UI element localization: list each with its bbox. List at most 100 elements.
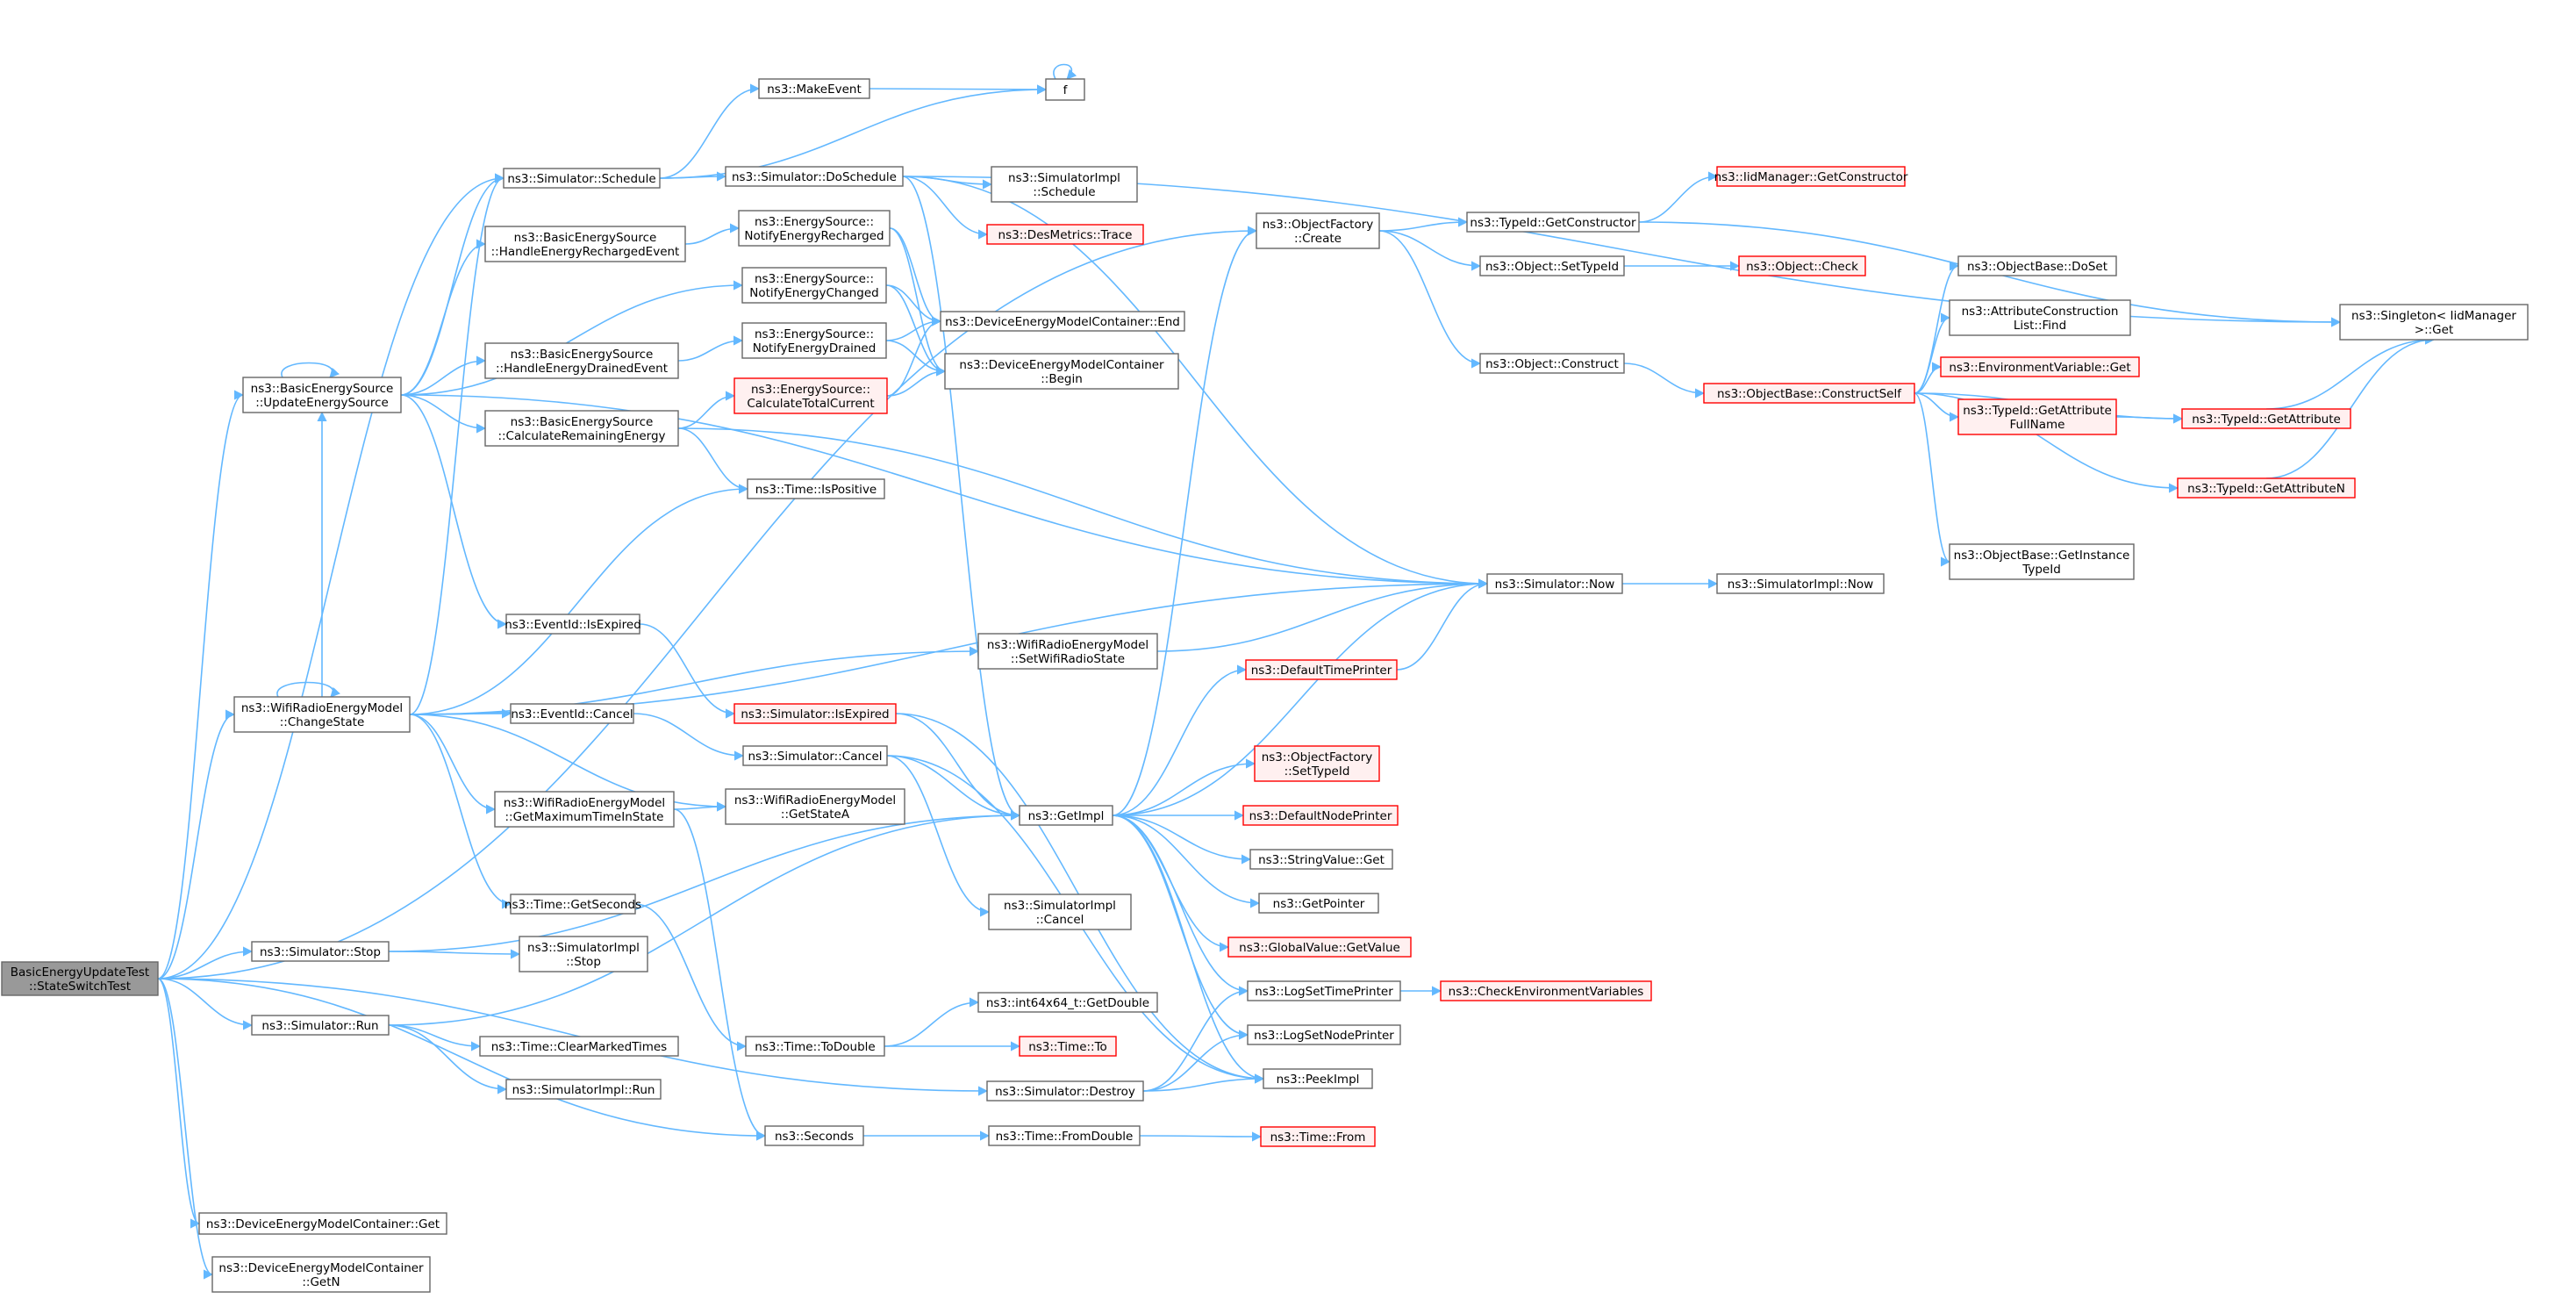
edge-dtp-to-sim_now bbox=[1396, 578, 1489, 671]
node-label: ns3::BasicEnergySource bbox=[514, 231, 657, 245]
node-gv-getvalue[interactable]: ns3::GlobalValue::GetValue bbox=[1227, 937, 1412, 958]
node-simimpl-run[interactable]: ns3::SimulatorImpl::Run bbox=[505, 1079, 662, 1100]
edge-time_getsec-to-time_todbl bbox=[634, 903, 748, 1051]
node-tid-getattrn[interactable]: ns3::TypeId::GetAttributeN bbox=[2177, 477, 2356, 499]
node-sim-now[interactable]: ns3::Simulator::Now bbox=[1486, 573, 1623, 594]
node-box bbox=[2181, 408, 2351, 429]
node-box bbox=[2177, 477, 2356, 499]
node-es-notrech[interactable]: ns3::EnergySource::NotifyEnergyRecharged bbox=[738, 210, 891, 247]
node-sim-dosched[interactable]: ns3::Simulator::DoSchedule bbox=[725, 166, 904, 187]
node-iidmgr-getctor[interactable]: ns3::IidManager::GetConstructor bbox=[1714, 166, 1908, 187]
node-label: ns3::EnergySource:: bbox=[755, 327, 874, 341]
node-es-notdrn[interactable]: ns3::EnergySource::NotifyEnergyDrained bbox=[741, 322, 887, 359]
node-es-calctot[interactable]: ns3::EnergySource::CalculateTotalCurrent bbox=[733, 377, 888, 414]
node-label: >::Get bbox=[2415, 323, 2453, 337]
node-wrem-change[interactable]: ns3::WifiRadioEnergyModel::ChangeState bbox=[233, 696, 411, 733]
node-label: ::GetMaximumTimeInState bbox=[505, 810, 664, 824]
node-time-getsec[interactable]: ns3::Time::GetSeconds bbox=[504, 894, 641, 915]
edge-wrem_change-to-time_getsec bbox=[409, 714, 512, 909]
node-bes-calcrem[interactable]: ns3::BasicEnergySource::CalculateRemaini… bbox=[484, 410, 679, 447]
edge-sim_run-to-time_clear bbox=[388, 1024, 482, 1051]
node-wrem-setwifi[interactable]: ns3::WifiRadioEnergyModel::SetWifiRadioS… bbox=[977, 633, 1158, 670]
node-simimpl-sched[interactable]: ns3::SimulatorImpl::Schedule bbox=[991, 166, 1138, 203]
node-obj-settypeid[interactable]: ns3::Object::SetTypeId bbox=[1479, 255, 1625, 276]
node-label: ns3::SimulatorImpl bbox=[1008, 171, 1120, 185]
node-ob-constructself[interactable]: ns3::ObjectBase::ConstructSelf bbox=[1703, 383, 1915, 404]
node-label: ns3::Object::Check bbox=[1746, 260, 1858, 274]
node-strval-get[interactable]: ns3::StringValue::Get bbox=[1249, 849, 1393, 870]
node-box bbox=[944, 353, 1179, 390]
edge-root-to-wrem_change bbox=[157, 709, 236, 980]
node-time-clear[interactable]: ns3::Time::ClearMarkedTimes bbox=[479, 1036, 679, 1057]
node-ob-doset[interactable]: ns3::ObjectBase::DoSet bbox=[1957, 255, 2117, 276]
node-time-ispos[interactable]: ns3::Time::IsPositive bbox=[747, 478, 885, 499]
node-time-to[interactable]: ns3::Time::To bbox=[1019, 1036, 1117, 1057]
node-des-trace[interactable]: ns3::DesMetrics::Trace bbox=[986, 224, 1144, 245]
node-box bbox=[741, 267, 887, 304]
edge-es_calctot-to-dec_end bbox=[886, 316, 942, 397]
node-sim-stop[interactable]: ns3::Simulator::Stop bbox=[251, 941, 390, 962]
node-logsetnode[interactable]: ns3::LogSetNodePrinter bbox=[1247, 1024, 1401, 1045]
node-box bbox=[494, 791, 675, 828]
node-dec-getn[interactable]: ns3::DeviceEnergyModelContainer::GetN bbox=[211, 1256, 431, 1293]
node-simimpl-cancel[interactable]: ns3::SimulatorImpl::Cancel bbox=[988, 894, 1132, 930]
node-wrem-getmax[interactable]: ns3::WifiRadioEnergyModel::GetMaximumTim… bbox=[494, 791, 675, 828]
node-sim-cancel[interactable]: ns3::Simulator::Cancel bbox=[742, 745, 888, 766]
node-singleton-get[interactable]: ns3::Singleton< IidManager>::Get bbox=[2339, 304, 2529, 341]
edge-tid_getctor-to-iidmgr_getctor bbox=[1638, 171, 1719, 223]
node-bes-recharged[interactable]: ns3::BasicEnergySource::HandleEnergyRech… bbox=[484, 226, 686, 262]
edge-wrem_change-to-wrem_getmax bbox=[409, 714, 497, 815]
node-dec-begin[interactable]: ns3::DeviceEnergyModelContainer::Begin bbox=[944, 353, 1179, 390]
node-bes-update[interactable]: ns3::BasicEnergySource::UpdateEnergySour… bbox=[242, 377, 402, 413]
node-makeevent[interactable]: ns3::MakeEvent bbox=[758, 78, 870, 99]
node-time-from[interactable]: ns3::Time::From bbox=[1260, 1126, 1376, 1147]
node-getimpl[interactable]: ns3::GetImpl bbox=[1019, 805, 1113, 826]
edge-sim_dosched-to-des_trace bbox=[902, 176, 989, 240]
node-sim-destroy[interactable]: ns3::Simulator::Destroy bbox=[986, 1080, 1144, 1102]
node-eid-isexp[interactable]: ns3::EventId::IsExpired bbox=[504, 614, 641, 635]
node-of-create[interactable]: ns3::ObjectFactory::Create bbox=[1256, 212, 1380, 249]
node-simimpl-stop[interactable]: ns3::SimulatorImpl::Stop bbox=[519, 936, 648, 972]
node-box bbox=[1019, 1036, 1117, 1057]
node-obj-construct[interactable]: ns3::Object::Construct bbox=[1479, 353, 1625, 374]
node-time-fromdbl[interactable]: ns3::Time::FromDouble bbox=[988, 1125, 1141, 1146]
node-dec-end[interactable]: ns3::DeviceEnergyModelContainer::End bbox=[940, 311, 1185, 332]
node-box bbox=[991, 166, 1138, 203]
node-seconds[interactable]: ns3::Seconds bbox=[764, 1125, 864, 1146]
edge-bes_update-to-bes_update bbox=[281, 362, 340, 378]
node-label: ::Stop bbox=[566, 955, 601, 969]
node-eid-cancel[interactable]: ns3::EventId::Cancel bbox=[510, 703, 634, 724]
edge-getimpl-to-strval_get bbox=[1112, 815, 1252, 865]
node-es-notchg[interactable]: ns3::EnergySource::NotifyEnergyChanged bbox=[741, 267, 887, 304]
node-peekimpl[interactable]: ns3::PeekImpl bbox=[1263, 1068, 1373, 1089]
node-sim-run[interactable]: ns3::Simulator::Run bbox=[251, 1015, 390, 1036]
node-bes-drained[interactable]: ns3::BasicEnergySource::HandleEnergyDrai… bbox=[484, 342, 679, 379]
node-checkenv[interactable]: ns3::CheckEnvironmentVariables bbox=[1440, 980, 1652, 1001]
node-tid-getctor[interactable]: ns3::TypeId::GetConstructor bbox=[1466, 212, 1640, 233]
edge-ob_constructself-to-ob_getinst bbox=[1914, 392, 1951, 567]
node-of-settypeid[interactable]: ns3::ObjectFactory::SetTypeId bbox=[1254, 745, 1380, 782]
node-dec-get[interactable]: ns3::DeviceEnergyModelContainer::Get bbox=[198, 1212, 447, 1235]
node-simimpl-now[interactable]: ns3::SimulatorImpl::Now bbox=[1716, 573, 1885, 594]
node-box bbox=[977, 633, 1158, 670]
node-envvar-get[interactable]: ns3::EnvironmentVariable::Get bbox=[1940, 356, 2140, 377]
node-logsettime[interactable]: ns3::LogSetTimePrinter bbox=[1247, 980, 1401, 1001]
node-f[interactable]: f bbox=[1045, 78, 1085, 101]
node-obj-check[interactable]: ns3::Object::Check bbox=[1738, 255, 1866, 276]
node-dnp[interactable]: ns3::DefaultNodePrinter bbox=[1242, 805, 1399, 826]
node-wrem-getstate[interactable]: ns3::WifiRadioEnergyModel::GetStateA bbox=[725, 788, 905, 825]
node-label: List::Find bbox=[2014, 319, 2066, 333]
node-tid-getattr[interactable]: ns3::TypeId::GetAttribute bbox=[2181, 408, 2351, 429]
node-sim-schedule[interactable]: ns3::Simulator::Schedule bbox=[503, 168, 661, 189]
node-dtp[interactable]: ns3::DefaultTimePrinter bbox=[1245, 659, 1398, 680]
edge-bes_update-to-es_notchg bbox=[400, 280, 744, 396]
node-sim-isexp[interactable]: ns3::Simulator::IsExpired bbox=[733, 703, 897, 724]
node-int64-getdbl[interactable]: ns3::int64x64_t::GetDouble bbox=[977, 992, 1158, 1013]
node-root[interactable]: BasicEnergyUpdateTest::StateSwitchTest bbox=[1, 961, 159, 996]
node-getpointer[interactable]: ns3::GetPointer bbox=[1258, 893, 1379, 914]
node-time-todbl[interactable]: ns3::Time::ToDouble bbox=[745, 1036, 885, 1057]
edge-root-to-sim_run bbox=[157, 978, 254, 1030]
